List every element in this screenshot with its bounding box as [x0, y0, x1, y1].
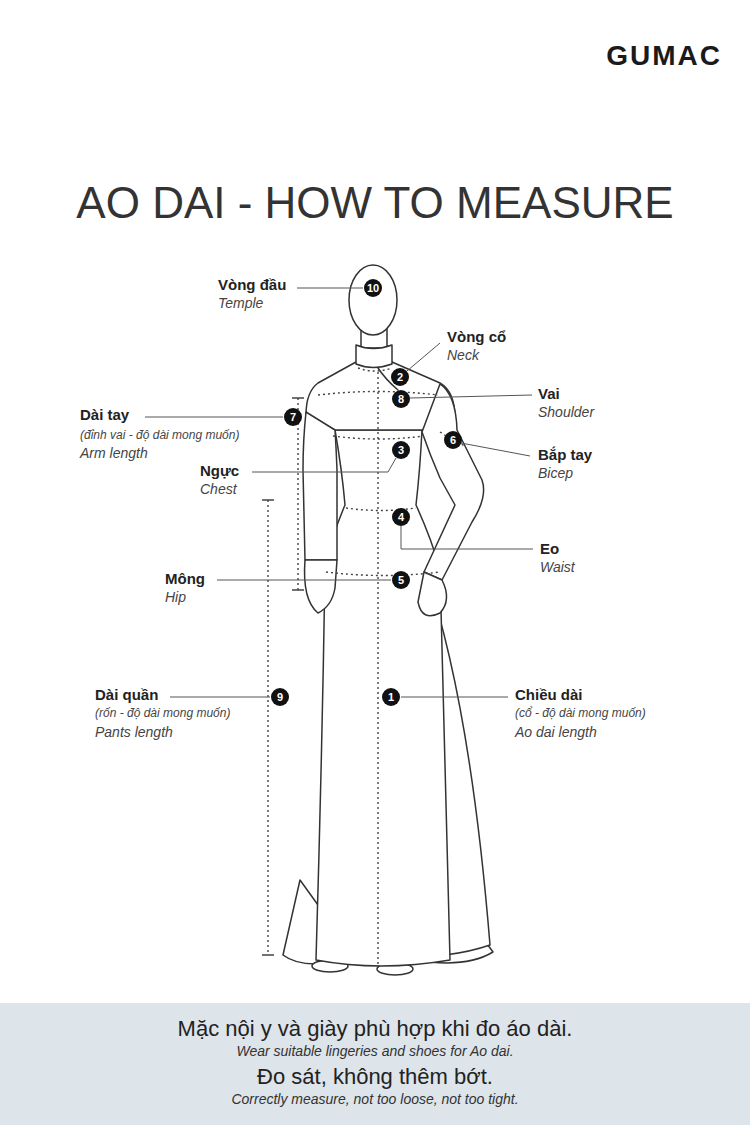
part-name-english: Pants length	[95, 724, 173, 741]
part-name: Vòng cổ	[447, 328, 506, 345]
measure-note: (rốn - độ dài mong muốn)	[95, 706, 230, 721]
note-text: Đo sát, không thêm bớt.	[257, 1064, 493, 1090]
part-name: Mông	[165, 570, 205, 587]
part-name: Dài tay	[80, 406, 129, 423]
note-band: Mặc nội y và giày phù hợp khi đo áo dài.…	[0, 1003, 750, 1125]
part-name-english: Waist	[540, 559, 575, 576]
callout-number: 2	[391, 368, 409, 386]
part-name: Ngực	[200, 462, 239, 479]
part-name-english: Neck	[447, 347, 479, 364]
part-name: Chiều dài	[515, 686, 583, 703]
measure-note: (đỉnh vai - độ dài mong muốn)	[80, 428, 239, 443]
note-text-english: Wear suitable lingeries and shoes for Ao…	[236, 1042, 513, 1060]
callout-number: 1	[382, 688, 400, 706]
callout-number: 4	[392, 508, 410, 526]
part-name-english: Temple	[218, 295, 263, 312]
part-name-english: Shoulder	[538, 404, 594, 421]
note-text: Mặc nội y và giày phù hợp khi đo áo dài.	[178, 1016, 573, 1042]
part-name-english: Chest	[200, 481, 237, 498]
measure-note: (cổ - độ dài mong muốn)	[515, 706, 646, 721]
part-name: Vai	[538, 385, 560, 402]
part-name: Bắp tay	[538, 446, 592, 463]
part-name-english: Ao dai length	[515, 724, 597, 741]
note-text-english: Correctly measure, not too loose, not to…	[231, 1090, 518, 1108]
part-name-english: Hip	[165, 589, 186, 606]
callout-number: 5	[392, 571, 410, 589]
callout-number: 10	[364, 279, 382, 297]
part-name: Eo	[540, 540, 559, 557]
callout-number: 7	[284, 408, 302, 426]
part-name: Dài quần	[95, 686, 158, 703]
callout-number: 9	[271, 688, 289, 706]
diagram-title: AO DAI - HOW TO MEASURE	[0, 178, 750, 228]
part-name-english: Bicep	[538, 465, 573, 482]
callout-number: 3	[392, 441, 410, 459]
callout-number: 8	[392, 390, 410, 408]
part-name: Vòng đầu	[218, 276, 286, 293]
brand-logo: GUMAC	[606, 40, 722, 72]
callout-number: 6	[444, 431, 462, 449]
part-name-english: Arm length	[80, 445, 148, 462]
